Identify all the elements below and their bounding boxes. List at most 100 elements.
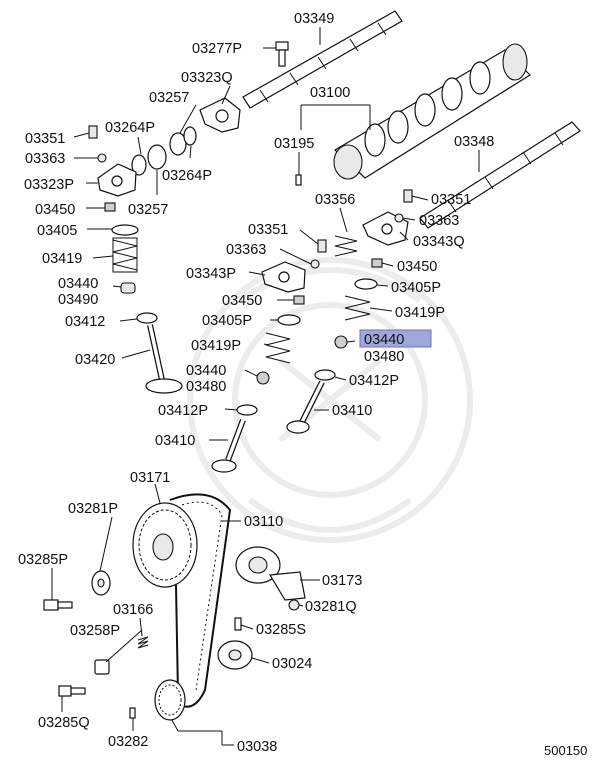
part-label[interactable]: 03281Q (305, 599, 357, 615)
part-label-selected[interactable]: 03440 (364, 332, 404, 348)
part-label[interactable]: 03440 (186, 363, 226, 379)
rocker-arm-03343p (261, 261, 306, 293)
seat-03412p-mid (236, 404, 258, 416)
part-label[interactable]: 03356 (315, 192, 355, 208)
part-label[interactable]: 03351 (431, 192, 471, 208)
part-label[interactable]: 03343Q (413, 234, 465, 250)
part-label[interactable]: 03412P (158, 403, 208, 419)
part-label[interactable]: 03405P (391, 280, 441, 296)
leader-lines (51, 27, 480, 746)
tensioner-03173 (235, 546, 306, 601)
seal-03440-selected (334, 335, 348, 349)
part-label[interactable]: 03412 (65, 314, 105, 330)
seal-03440-left (120, 282, 136, 294)
part-label[interactable]: 03282 (108, 734, 148, 750)
part-label[interactable]: 03110 (244, 514, 283, 530)
valve-spring-03419 (112, 237, 138, 273)
rocker-shaft-right (419, 121, 581, 229)
part-label[interactable]: 03450 (222, 293, 262, 309)
seal-03440-mid (256, 371, 270, 385)
spring-03166 (137, 636, 149, 649)
adjuster-03450-right (371, 258, 383, 268)
part-label[interactable]: 03405 (37, 223, 77, 239)
part-label[interactable]: 03412P (349, 373, 399, 389)
spring-03351-mid (317, 239, 327, 253)
part-label[interactable]: 03405P (202, 313, 252, 329)
part-label[interactable]: 03363 (226, 242, 266, 258)
rocker-arm-03323q (199, 97, 241, 133)
part-label[interactable]: 03440 (58, 276, 98, 292)
part-label[interactable]: 03450 (397, 259, 437, 275)
spring-03356 (334, 235, 358, 257)
part-label[interactable]: 03351 (25, 131, 65, 147)
valve-03410-right (286, 380, 325, 434)
crank-sprocket-03038 (154, 679, 186, 721)
timing-belt-03110 (169, 493, 232, 708)
part-label[interactable]: 03257 (149, 90, 189, 106)
part-label[interactable]: 03277P (192, 41, 242, 57)
part-label[interactable]: 03258P (70, 623, 120, 639)
camshaft-sprocket-03171 (132, 502, 198, 588)
part-label[interactable]: 03410 (155, 433, 195, 449)
part-label[interactable]: 03323Q (181, 70, 233, 86)
nut-03363-left (97, 153, 107, 163)
part-label[interactable]: 03257 (128, 202, 168, 218)
part-label[interactable]: 03285Q (38, 715, 90, 731)
rocker-arm-03323p (97, 163, 137, 197)
part-label[interactable]: 03349 (294, 11, 334, 27)
part-label[interactable]: 03173 (322, 573, 362, 589)
valve-03410-left (211, 418, 246, 473)
part-label[interactable]: 03420 (75, 352, 115, 368)
part-label[interactable]: 03281P (68, 501, 118, 517)
part-label[interactable]: 03166 (113, 602, 153, 618)
bolt-03285p (43, 599, 73, 611)
part-label[interactable]: 03264P (162, 168, 212, 184)
pin-03195 (295, 174, 302, 186)
watermark-emblem (187, 257, 473, 543)
part-label[interactable]: 03351 (248, 222, 288, 238)
bolt-03277p (275, 41, 289, 67)
retainer-03405 (111, 224, 139, 236)
part-label[interactable]: 03419P (395, 305, 445, 321)
part-label[interactable]: 03264P (105, 120, 155, 136)
spring-03351-left (88, 125, 98, 139)
part-label[interactable]: 03480 (186, 379, 226, 395)
part-labels: 03349 03277P 03323Q 03257 03100 03351 03… (18, 11, 587, 758)
spring-03351-right (403, 189, 413, 203)
idler-03024 (217, 640, 253, 670)
part-label[interactable]: 03450 (35, 202, 75, 218)
part-label[interactable]: 03480 (364, 349, 404, 365)
part-label[interactable]: 03285P (18, 552, 68, 568)
part-label[interactable]: 03100 (310, 85, 350, 101)
part-label[interactable]: 03195 (274, 136, 314, 152)
part-label[interactable]: 03171 (130, 470, 170, 486)
part-label[interactable]: 03343P (186, 266, 236, 282)
part-label[interactable]: 03363 (25, 151, 65, 167)
spacer-03281q (288, 599, 300, 611)
part-label[interactable]: 03419P (191, 338, 241, 354)
part-label[interactable]: 03285S (256, 622, 306, 638)
bushing-03258p (94, 659, 110, 675)
part-label[interactable]: 03410 (332, 403, 372, 419)
washer-03264p-left (131, 154, 147, 176)
part-label[interactable]: 03024 (272, 656, 312, 672)
selected-part-highlight (359, 329, 432, 348)
part-label[interactable]: 03490 (58, 292, 98, 308)
valve-spring-03419p-right (344, 295, 371, 321)
rocker-shaft-top (242, 10, 403, 109)
key-03282 (129, 707, 136, 719)
part-label[interactable]: 03363 (419, 213, 459, 229)
camshaft (333, 43, 531, 180)
nut-03363-mid (310, 259, 320, 269)
part-label[interactable]: 03348 (454, 134, 494, 150)
part-label[interactable]: 03419 (42, 251, 82, 267)
spacer-03281p (91, 570, 111, 596)
washer-03257-top (169, 132, 187, 156)
seat-03412 (136, 312, 158, 324)
part-label[interactable]: 03323P (24, 177, 74, 193)
part-label[interactable]: 03038 (237, 739, 277, 755)
nut-03363-right (394, 213, 404, 223)
adjuster-03450-mid (293, 295, 305, 305)
